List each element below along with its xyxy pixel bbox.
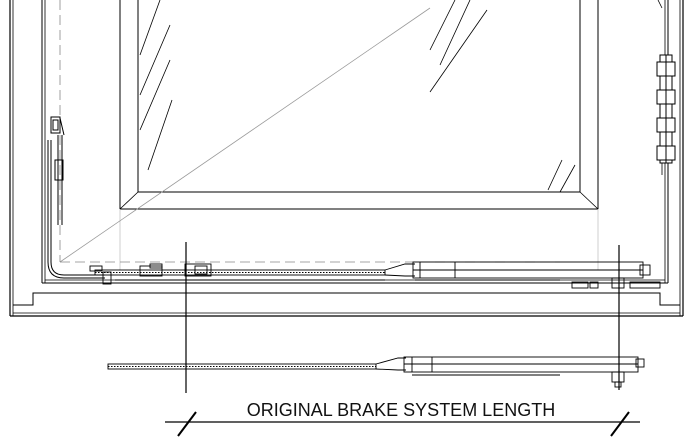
dimension-tick-left (177, 411, 197, 437)
window-sash (119, 0, 599, 270)
hidden-lines (59, 0, 560, 263)
brake-system-installed (89, 261, 661, 289)
glass-reflection-lines (139, 0, 576, 193)
hinge (656, 54, 676, 175)
diagonal-reference-line (59, 7, 431, 263)
side-rod-mechanism (47, 116, 105, 279)
extension-lines (185, 242, 620, 393)
dimension-tick-right (610, 411, 630, 437)
dimension-label: ORIGINAL BRAKE SYSTEM LENGTH (247, 400, 555, 420)
dimension-line (165, 411, 640, 437)
brake-system-original (107, 356, 645, 388)
window-frame (9, 0, 684, 317)
